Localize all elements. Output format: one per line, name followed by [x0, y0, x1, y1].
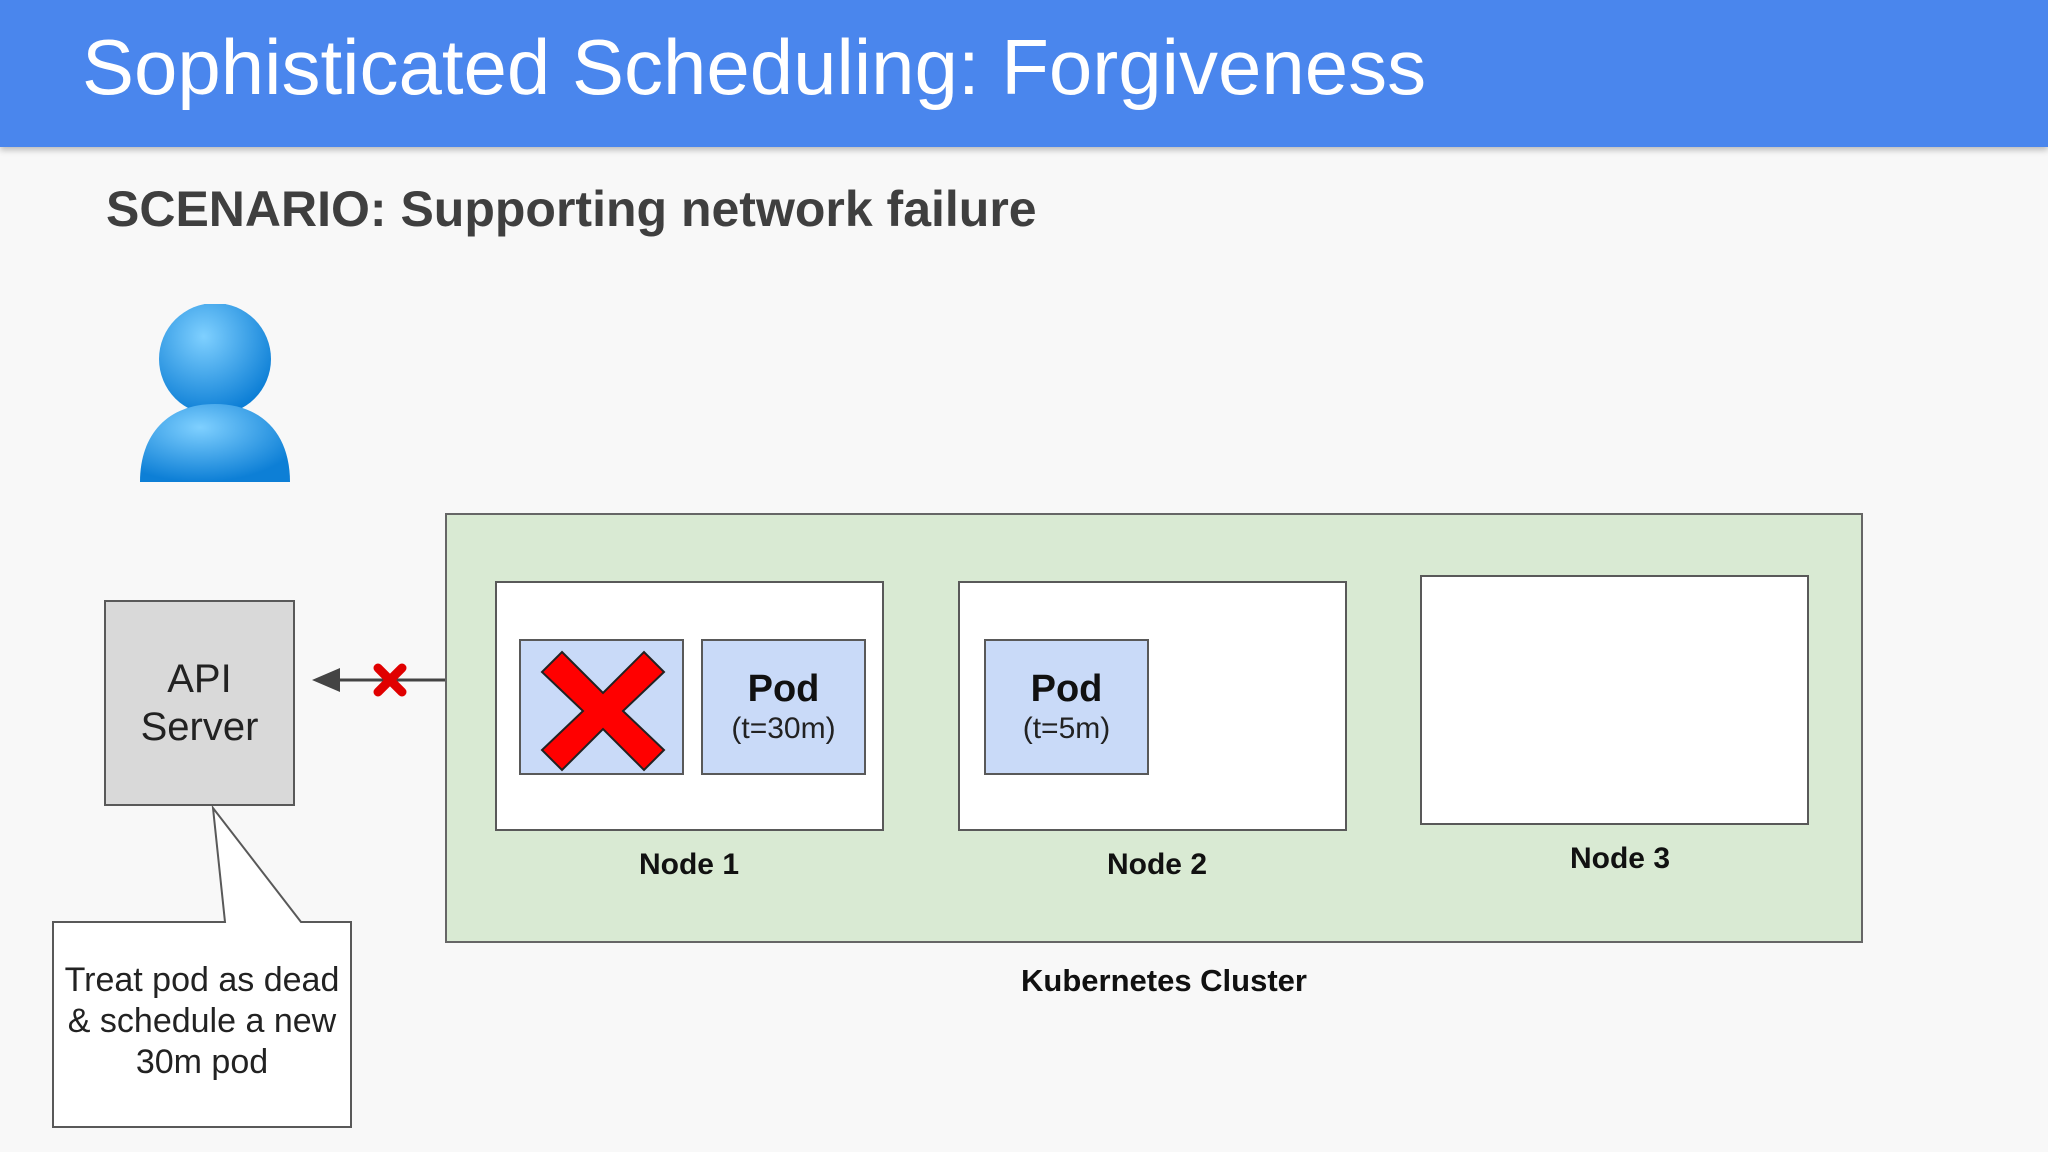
- x-mark-icon: [373, 663, 407, 697]
- api-server-label: API Server: [140, 657, 259, 749]
- node-label: Node 3: [1569, 842, 1671, 875]
- node-label: Node 2: [1106, 848, 1208, 881]
- pod: Pod (t=5m): [984, 639, 1149, 775]
- pod-title: Pod: [747, 668, 820, 710]
- callout-text: Treat pod as dead & schedule a new 30m p…: [64, 961, 340, 1081]
- user-icon: [140, 304, 290, 482]
- node-label: Node 1: [638, 848, 740, 881]
- api-server-box: API Server: [104, 600, 295, 806]
- node-2: Pod (t=5m): [958, 581, 1347, 831]
- scenario-subtitle: SCENARIO: Supporting network failure: [106, 181, 1037, 237]
- pod-time: (t=30m): [731, 712, 836, 745]
- callout-bubble: [52, 804, 352, 1128]
- pod: Pod (t=30m): [701, 639, 866, 775]
- slide-header: Sophisticated Scheduling: Forgiveness: [0, 0, 2048, 147]
- connection-arrow: [312, 663, 474, 697]
- pod-failure-x-icon: [540, 650, 666, 772]
- pod-title: Pod: [1030, 668, 1103, 710]
- cluster-label: Kubernetes Cluster: [1021, 963, 1307, 998]
- slide-title: Sophisticated Scheduling: Forgiveness: [82, 23, 1427, 111]
- node-3: [1420, 575, 1809, 825]
- pod-time: (t=5m): [1022, 712, 1111, 745]
